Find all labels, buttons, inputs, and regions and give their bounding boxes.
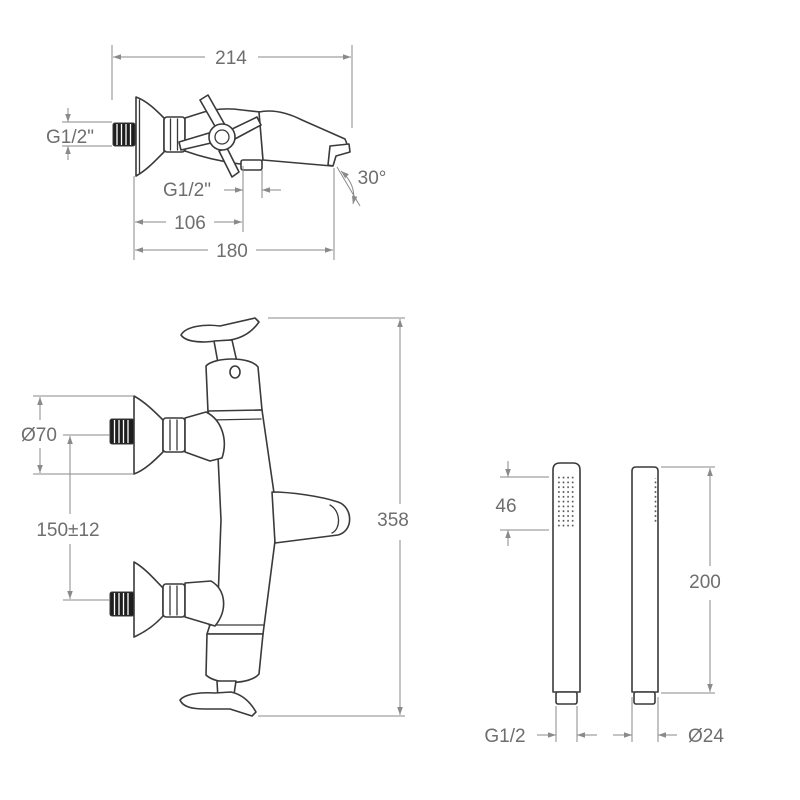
dimension-outlet-offset: 106 (133, 176, 244, 260)
dimension-label-358: 358 (377, 510, 409, 531)
dimension-label-connection-thread: G1/2 (484, 726, 525, 747)
dimension-spray-face-length: 46 (495, 461, 549, 546)
wall-escutcheon (135, 96, 165, 177)
dimension-label-46: 46 (495, 496, 516, 517)
dimension-label-inlet-thread: G1/2" (46, 127, 94, 148)
inlet-nipple (112, 122, 136, 147)
dimension-spout-angle: 30° (336, 166, 387, 207)
body-seam-upper (209, 418, 262, 421)
spray-face-nozzles (557, 475, 576, 528)
spray-face-nozzles-side (653, 478, 657, 524)
upper-cap (205, 358, 263, 413)
dimension-label-214: 214 (215, 48, 247, 69)
dimension-label-180: 180 (216, 241, 248, 262)
lower-inlet (109, 561, 225, 638)
hand-shower-front (552, 462, 581, 705)
dimension-label-200: 200 (689, 572, 721, 593)
side-view: 214 G1/2" G1/2" 30° (46, 45, 386, 262)
dimension-projection: 180 (135, 168, 335, 262)
dimension-label-outlet-thread: G1/2" (163, 180, 211, 201)
top-cross-handle[interactable] (180, 317, 260, 343)
lower-cap (205, 633, 264, 684)
spout-tip (327, 143, 351, 167)
dimension-overall-length: 214 (111, 45, 353, 128)
dimension-outlet-thread: G1/2" (163, 166, 281, 201)
cross-handle[interactable] (178, 94, 262, 178)
bottom-cross-handle[interactable] (179, 691, 257, 717)
spout-outlet-edge (329, 504, 340, 534)
dimension-hand-shower-length: 200 (661, 466, 721, 694)
upper-inlet (109, 395, 226, 475)
dimension-label-70: Ø70 (21, 425, 57, 446)
front-view: Ø70 150±12 358 (21, 317, 409, 717)
dimension-label-angle: 30° (358, 168, 387, 189)
dimension-inlet-spacing: 150±12 (36, 434, 110, 601)
dimension-inlet-thread: G1/2" (46, 108, 112, 160)
lower-fitting (240, 159, 263, 171)
dimension-label-150: 150±12 (36, 520, 99, 541)
hand-shower-connector-front (555, 691, 578, 705)
dimension-connection-thread: G1/2 (484, 706, 597, 747)
hand-shower-side (631, 466, 659, 705)
dimension-overall-height: 358 (258, 317, 409, 717)
dimension-label-106: 106 (174, 213, 206, 234)
dimension-hand-shower-diameter: Ø24 (613, 697, 724, 747)
hand-shower-connector-side (633, 691, 656, 705)
dimension-escutcheon-diameter: Ø70 (21, 395, 133, 475)
dimension-label-24: Ø24 (688, 726, 724, 747)
upper-cap-hole (229, 365, 241, 379)
